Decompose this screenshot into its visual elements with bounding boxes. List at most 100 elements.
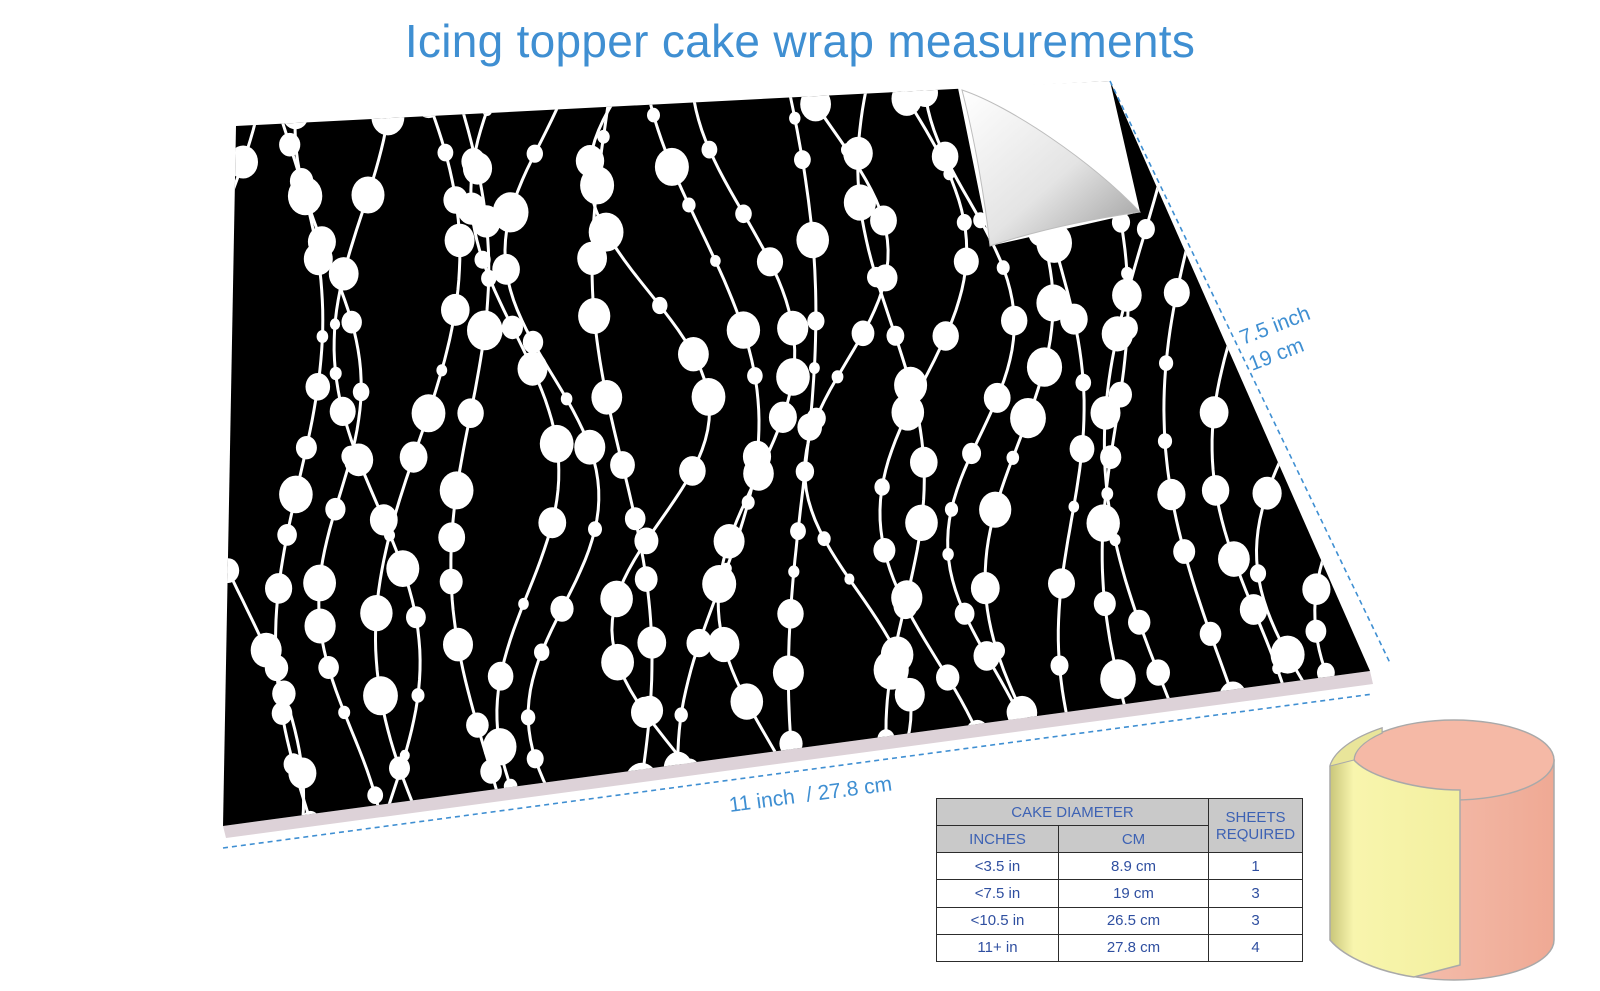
bead — [956, 214, 972, 231]
bead — [891, 394, 925, 431]
bead — [1179, 190, 1214, 229]
bead — [843, 184, 877, 221]
bead — [1101, 316, 1134, 352]
bead — [1157, 433, 1173, 449]
table-row: <3.5 in 8.9 cm 1 — [936, 852, 1303, 881]
bead — [526, 144, 543, 163]
bead — [631, 696, 659, 729]
bead — [600, 580, 633, 618]
bead — [789, 111, 801, 125]
sheet-edge — [223, 671, 1373, 838]
row-inches: <7.5 in — [936, 879, 1059, 908]
bead — [691, 378, 726, 416]
bead — [886, 798, 905, 820]
width-label: 11 inch / 27.8 cm — [728, 772, 894, 817]
bead — [588, 521, 602, 537]
bead — [681, 835, 705, 862]
bead — [414, 87, 443, 119]
bead — [851, 320, 875, 347]
bead — [788, 565, 800, 578]
bead — [726, 311, 761, 349]
bead — [973, 212, 988, 229]
bead — [905, 504, 938, 541]
bead — [555, 812, 581, 826]
bead — [1287, 739, 1311, 766]
bead — [624, 507, 646, 531]
bead — [996, 260, 1010, 275]
bead — [338, 705, 351, 720]
row-cm: 26.5 cm — [1058, 906, 1209, 935]
bead — [574, 429, 606, 465]
bead — [436, 364, 448, 377]
bead — [654, 147, 689, 186]
row-inches: 11+ in — [936, 933, 1059, 963]
bead — [1317, 178, 1342, 206]
bead — [1218, 541, 1250, 577]
row-inches: <3.5 in — [936, 852, 1059, 881]
bead — [443, 627, 473, 662]
bead — [363, 676, 398, 716]
bead — [1173, 539, 1196, 564]
bead — [1245, 106, 1261, 123]
bead — [307, 226, 336, 258]
bead — [953, 247, 979, 276]
bead — [1315, 710, 1341, 739]
bead — [1405, 550, 1425, 573]
bead — [634, 527, 659, 555]
bead — [526, 749, 544, 769]
bead — [1136, 219, 1155, 240]
bead — [329, 396, 356, 426]
bead — [1060, 303, 1088, 335]
bead — [1199, 621, 1222, 646]
bead — [962, 442, 982, 465]
row-cm: 27.8 cm — [1058, 933, 1209, 963]
bead — [797, 463, 813, 481]
bead — [279, 475, 313, 514]
bead — [328, 257, 359, 291]
row-sheets: 1 — [1208, 852, 1303, 881]
bead — [1247, 84, 1279, 120]
bead — [1316, 518, 1347, 552]
bead — [437, 143, 454, 162]
bead — [480, 759, 502, 784]
bead — [894, 677, 925, 712]
bead — [518, 597, 529, 610]
bead — [1253, 185, 1281, 216]
bead — [1239, 594, 1268, 625]
bead — [1294, 400, 1314, 423]
bead — [1157, 478, 1186, 511]
row-cm: 8.9 cm — [1058, 852, 1209, 881]
bead — [796, 221, 829, 259]
bead — [615, 81, 635, 94]
bead — [1017, 736, 1050, 773]
bead — [678, 337, 709, 372]
bead — [439, 568, 463, 595]
bead — [492, 253, 520, 285]
bead — [1305, 619, 1327, 643]
table-row: <10.5 in 26.5 cm 3 — [936, 906, 1303, 935]
cake-diameter-header: CAKE DIAMETER — [936, 797, 1209, 827]
bead — [1195, 149, 1222, 180]
bead — [679, 456, 706, 486]
bead — [264, 654, 289, 682]
bead — [610, 451, 635, 479]
bead — [802, 836, 834, 872]
bead — [399, 441, 428, 473]
bead — [560, 392, 573, 406]
bead — [647, 107, 660, 123]
bead — [652, 296, 668, 315]
bead — [520, 709, 536, 726]
bead — [1036, 284, 1070, 322]
bead — [1355, 137, 1370, 161]
sheets-required-table: CAKE DIAMETER SHEETS REQUIRED INCHES CM … — [936, 797, 1303, 963]
bead — [271, 701, 293, 725]
bead — [870, 205, 897, 236]
bead — [1068, 500, 1080, 513]
bead — [686, 628, 712, 658]
bead — [1090, 396, 1121, 430]
bead — [325, 497, 346, 521]
bead — [1159, 355, 1174, 371]
bead — [756, 247, 784, 277]
bead — [601, 643, 634, 681]
bead — [931, 141, 959, 172]
